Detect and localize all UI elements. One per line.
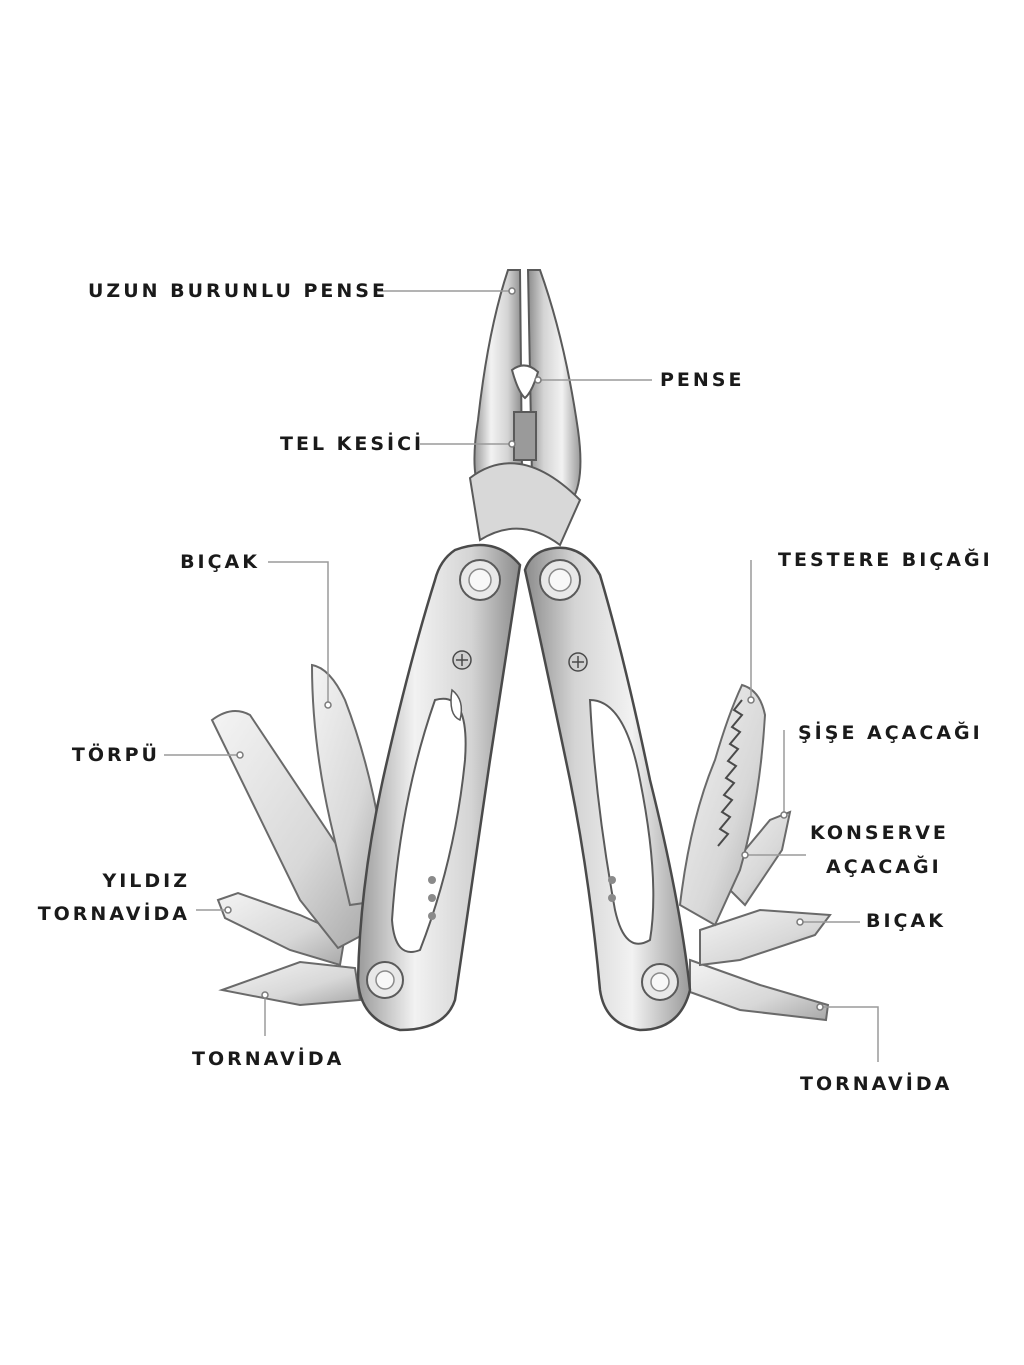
label-knife-left: BIÇAK: [180, 551, 260, 573]
label-pliers: PENSE: [660, 369, 745, 391]
label-bottle-opener: ŞİŞE AÇACAĞI: [798, 722, 983, 744]
label-file: TÖRPÜ: [71, 744, 160, 766]
saw-teeth: [717, 699, 744, 847]
label-knife-right: BIÇAK: [866, 910, 946, 932]
knife-right-tool: [699, 908, 832, 967]
screwdriver-right-tool: [689, 958, 830, 1022]
label-can-opener-line1: KONSERVE: [810, 822, 949, 844]
label-screwdriver-right: TORNAVİDA: [800, 1073, 953, 1095]
can-opener-tool: [718, 810, 792, 907]
label-long-nose-pliers: UZUN BURUNLU PENSE: [88, 280, 388, 302]
star-screwdriver-tool: [216, 891, 347, 967]
label-star-screwdriver-line2: TORNAVİDA: [37, 903, 190, 925]
leader-dots: [224, 287, 824, 1011]
label-saw-blade: TESTERE BIÇAĞI: [778, 549, 993, 571]
file-tool: [210, 710, 374, 950]
label-screwdriver-left: TORNAVİDA: [192, 1048, 345, 1070]
label-star-screwdriver-line1: YILDIZ: [102, 870, 190, 892]
screwdriver-left-tool: [218, 960, 362, 1007]
label-wire-cutter: TEL KESİCİ: [280, 433, 425, 455]
saw-blade-tool: [678, 683, 767, 927]
knife-left-tool: [310, 663, 387, 907]
label-can-opener-line2: AÇACAĞI: [826, 856, 942, 878]
right-jaw: [526, 269, 582, 502]
leader-lines: [164, 290, 879, 1062]
pivot-hub: [468, 462, 582, 547]
